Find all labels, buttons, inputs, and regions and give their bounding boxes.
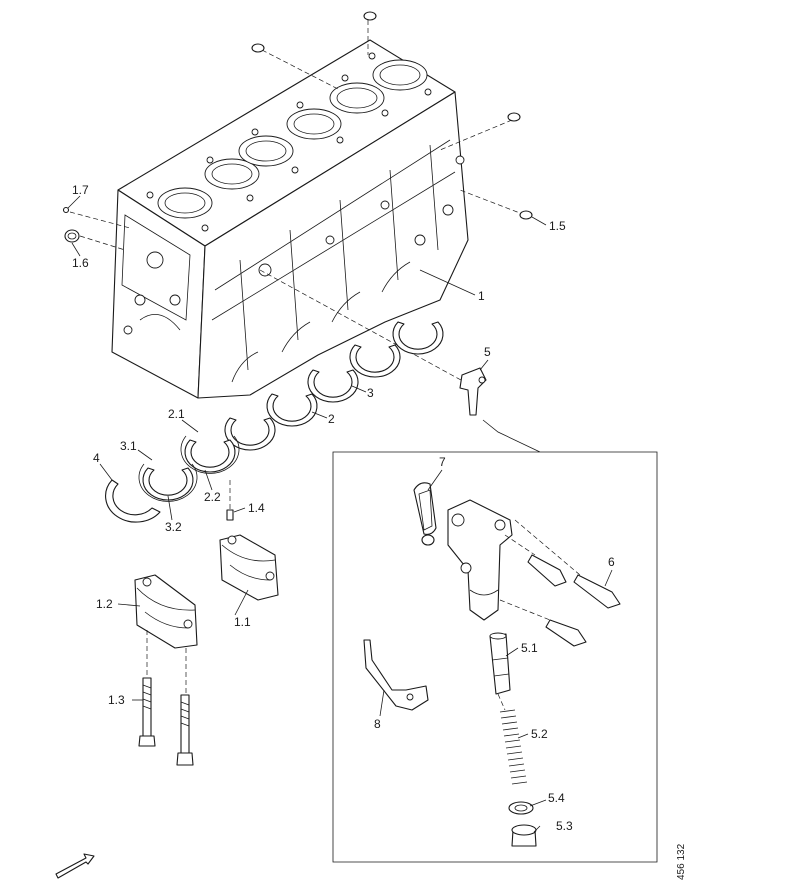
label-1-7: 1.7 — [72, 183, 89, 197]
bearing-shell-flanged — [180, 435, 240, 474]
label-2-1: 2.1 — [168, 407, 185, 421]
plug-rear-left — [251, 43, 265, 53]
front-direction-arrow-icon — [55, 853, 95, 879]
bearing-shell — [266, 393, 318, 427]
detail-frame — [332, 419, 658, 863]
bearing-shell-flanged — [138, 463, 198, 502]
label-1-6: 1.6 — [72, 256, 89, 270]
valve-piston — [489, 632, 511, 695]
label-5-3: 5.3 — [556, 819, 573, 833]
bearing-shell — [307, 369, 359, 403]
sealing-plug — [519, 210, 533, 220]
housing-gasket — [413, 482, 437, 546]
housing-bolt — [527, 554, 567, 587]
plug-top — [363, 11, 377, 21]
bearing-shell — [392, 321, 444, 355]
housing-bolt — [573, 574, 621, 609]
label-1-1: 1.1 — [234, 615, 251, 629]
cap-bolt — [138, 677, 156, 747]
label-1-2: 1.2 — [96, 597, 113, 611]
label-5: 5 — [484, 345, 491, 359]
piston-cooling-nozzle — [459, 367, 487, 416]
cap-bolt — [176, 694, 194, 766]
dowel-pin-front — [62, 206, 70, 214]
label-2: 2 — [328, 412, 335, 426]
cylinder-block — [111, 39, 469, 399]
plug-side-upper — [507, 112, 521, 122]
main-bearing-cap — [219, 534, 279, 601]
label-1-5: 1.5 — [549, 219, 566, 233]
label-3-2: 3.2 — [165, 520, 182, 534]
dowel-sleeve — [226, 480, 234, 521]
label-5-2: 5.2 — [531, 727, 548, 741]
label-3: 3 — [367, 386, 374, 400]
label-1-4: 1.4 — [248, 501, 265, 515]
valve-housing — [447, 499, 513, 621]
housing-bolt — [545, 619, 587, 647]
label-7: 7 — [439, 455, 446, 469]
thrust-washer — [105, 479, 161, 523]
valve-spring — [499, 709, 528, 785]
bearing-shell — [349, 344, 401, 378]
bearing-shells-row — [138, 321, 444, 502]
label-3-1: 3.1 — [120, 439, 137, 453]
document-number: 456 132 — [676, 843, 687, 880]
front-seal-plug — [64, 229, 80, 243]
label-5-4: 5.4 — [548, 791, 565, 805]
label-8: 8 — [374, 717, 381, 731]
label-4: 4 — [93, 451, 100, 465]
callouts: 1 1.1 1.2 1.3 1.4 1.5 1.6 1.7 2 2.1 2.2 … — [67, 183, 615, 833]
sealing-washer — [508, 801, 534, 815]
main-bearing-cap-rear — [134, 574, 198, 649]
label-1: 1 — [478, 289, 485, 303]
screw-plug — [511, 824, 537, 847]
label-5-1: 5.1 — [521, 641, 538, 655]
label-1-3: 1.3 — [108, 693, 125, 707]
label-6: 6 — [608, 555, 615, 569]
oil-spray-nozzle — [363, 639, 429, 711]
label-2-2: 2.2 — [204, 490, 221, 504]
